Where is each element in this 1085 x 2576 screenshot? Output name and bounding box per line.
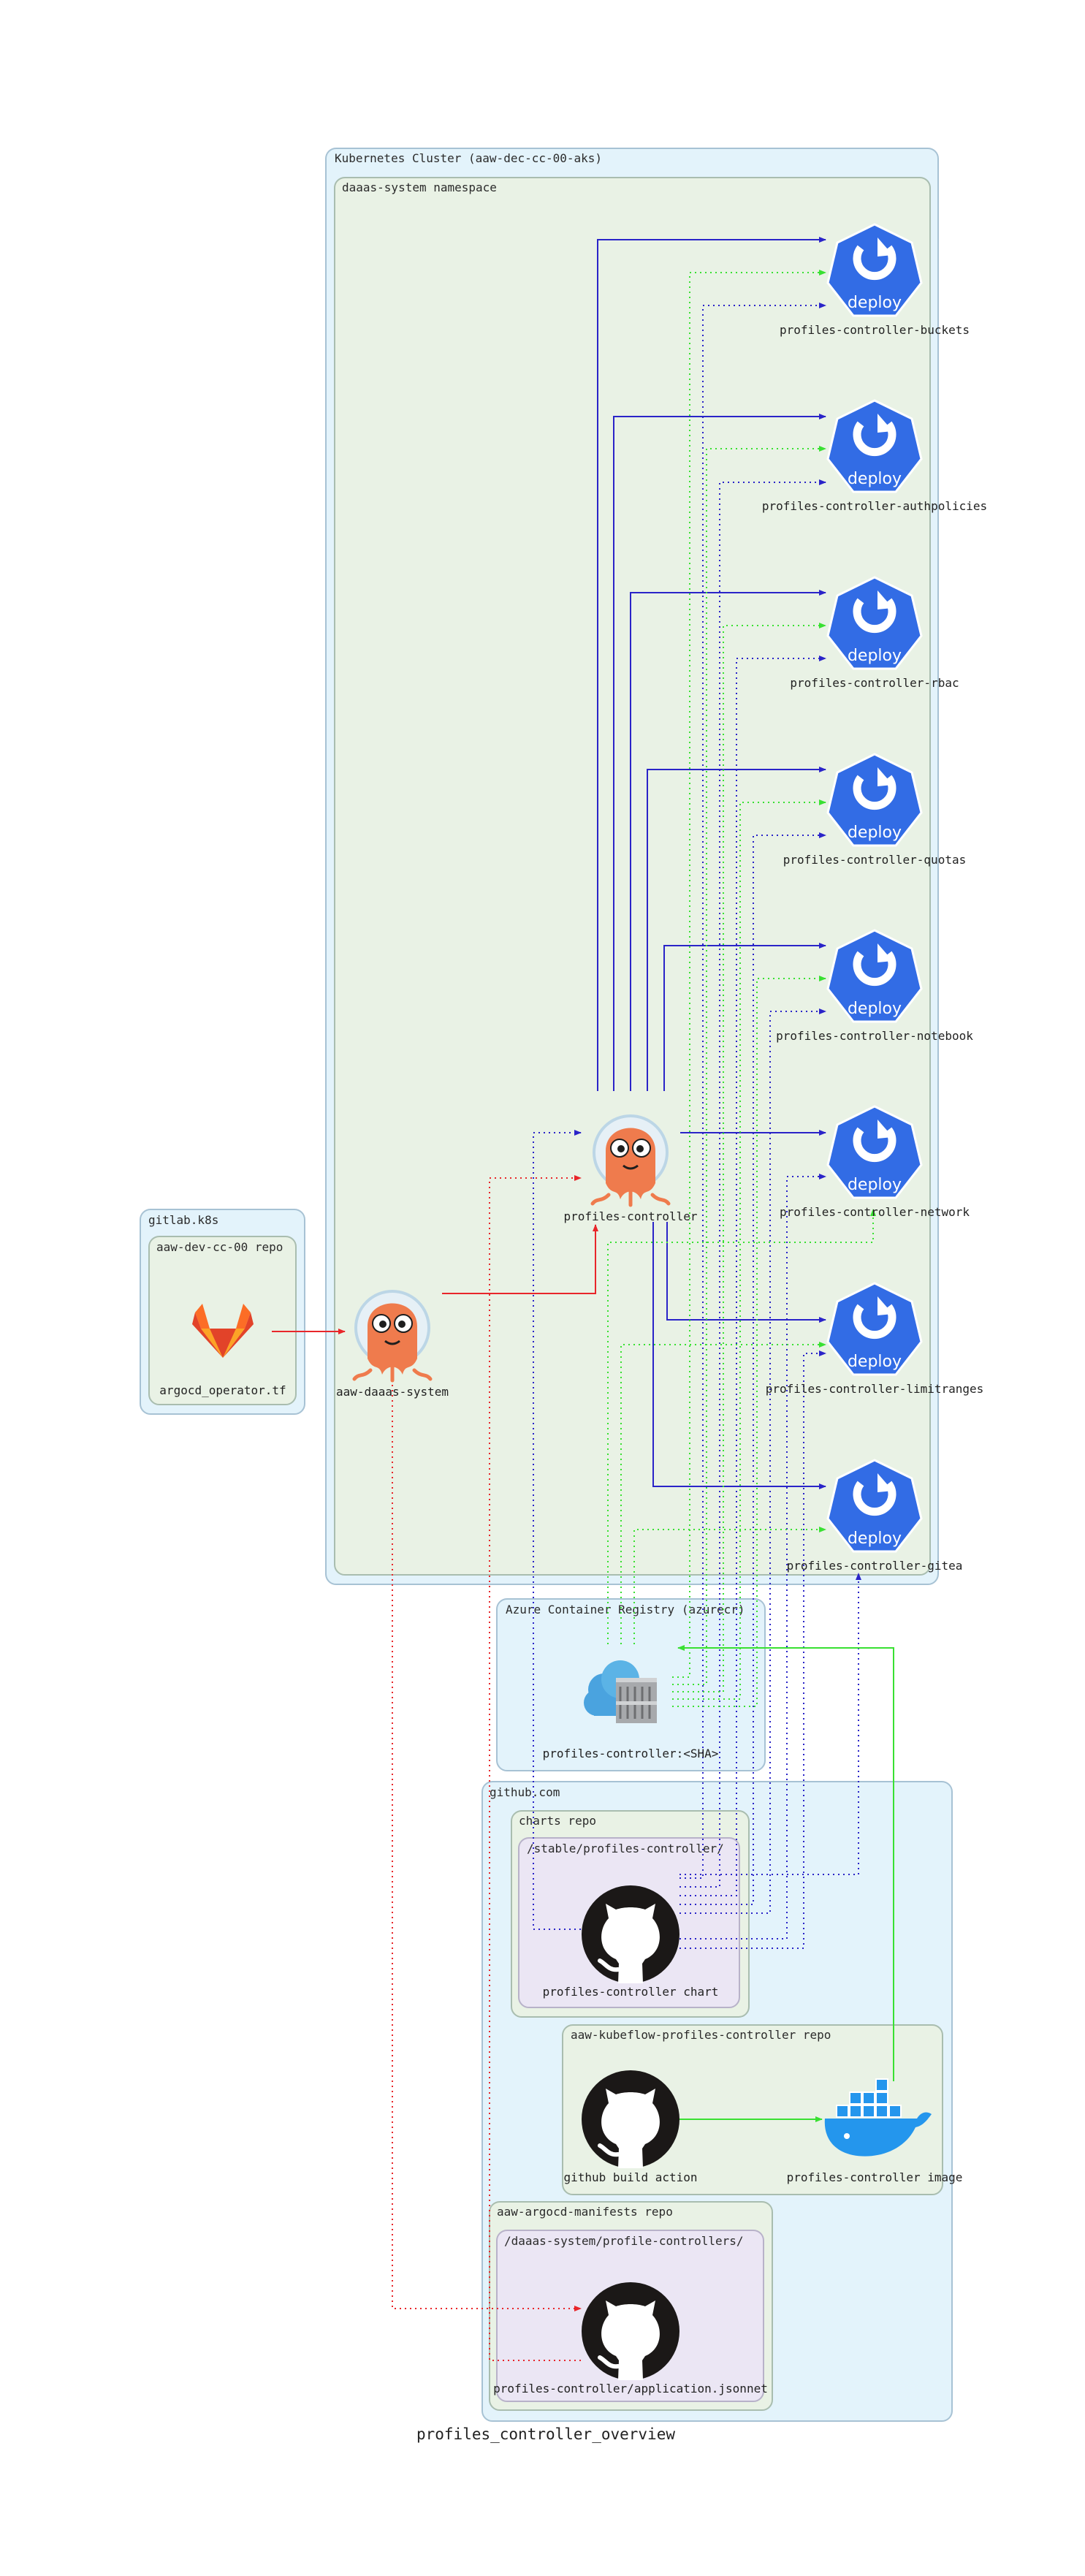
edge-chart-to-rbac xyxy=(679,656,826,1896)
docker-image-label: profiles-controller image xyxy=(787,2170,963,2184)
charts-repo-label: charts repo xyxy=(519,1814,596,1828)
deployment-label: profiles-controller-quotas xyxy=(783,853,966,867)
profiles-controller-label: profiles-controller xyxy=(563,1209,697,1223)
github-icon xyxy=(582,1885,679,1983)
daaas-namespace xyxy=(334,177,931,1576)
edge-chart-to-buckets xyxy=(679,303,826,1879)
deployment-label: profiles-controller-buckets xyxy=(780,323,970,337)
edge-chart-to-limitranges xyxy=(679,1350,826,1949)
edge-acr-to-rbac xyxy=(672,623,826,1692)
deployment-label: profiles-controller-network xyxy=(780,1205,970,1219)
edge-chart-to-gitea xyxy=(679,1573,861,1875)
gitlab-cluster-label: gitlab.k8s xyxy=(148,1213,218,1227)
edge-pc-to-gitea xyxy=(652,1222,826,1489)
edge-docker-to-acr xyxy=(677,1645,894,2081)
edge-chart-to-profiles-controller xyxy=(533,1130,582,1930)
edge-pc-to-quotas xyxy=(647,767,826,1091)
github-icon xyxy=(582,2070,679,2168)
github-cluster-label: github.com xyxy=(490,1785,560,1799)
charts-dir-label: /stable/profiles-controller/ xyxy=(527,1842,724,1855)
aaw-daaas-system-label: aaw-daaas-system xyxy=(336,1385,449,1399)
build-action-label: github build action xyxy=(563,2170,697,2184)
deployment-label: profiles-controller-authpolicies xyxy=(762,499,987,513)
edge-pc-to-authpolicies xyxy=(613,414,826,1091)
deployment-label: profiles-controller-rbac xyxy=(790,676,959,690)
gitlab-icon xyxy=(192,1304,254,1358)
edge-acr-to-buckets xyxy=(672,270,826,1678)
edge-acr-to-notebook xyxy=(672,976,826,1707)
manifests-repo-label: aaw-argocd-manifests repo xyxy=(497,2205,673,2219)
github-icon xyxy=(582,2282,679,2380)
acr-cluster-label: Azure Container Registry (azurecr) xyxy=(506,1603,745,1616)
application-label: profiles-controller/application.jsonnet xyxy=(493,2382,768,2395)
acr-image-label: profiles-controller:<SHA> xyxy=(543,1747,719,1760)
edge-aaw-daaas-to-application xyxy=(392,1380,582,2311)
deployment-label: profiles-controller-limitranges xyxy=(766,1382,984,1396)
edge-pc-to-buckets xyxy=(597,237,826,1091)
edge-pc-to-limitranges xyxy=(666,1222,826,1323)
deployment-label: profiles-controller-gitea xyxy=(787,1559,963,1573)
argocd-tf-label: argocd_operator.tf xyxy=(159,1383,286,1397)
edge-aaw-daaas-to-profiles-controller xyxy=(442,1224,598,1294)
edge-chart-to-quotas xyxy=(679,832,826,1905)
k8s-cluster-label: Kubernetes Cluster (aaw-dec-cc-00-aks) xyxy=(335,151,602,165)
edge-acr-to-limitranges xyxy=(620,1342,826,1644)
azure-registry-icon xyxy=(584,1660,657,1723)
deployment-label: profiles-controller-notebook xyxy=(776,1029,973,1043)
docker-icon xyxy=(824,2078,932,2157)
edge-acr-to-network xyxy=(607,1209,876,1644)
edge-pc-to-rbac xyxy=(630,590,826,1091)
gitlab-repo-cluster xyxy=(148,1236,297,1405)
daaas-namespace-label: daaas-system namespace xyxy=(342,181,497,194)
edge-chart-to-authpolicies xyxy=(679,479,826,1888)
gitlab-repo-label: aaw-dev-cc-00 repo xyxy=(156,1240,283,1254)
chart-label: profiles-controller chart xyxy=(543,1985,719,1999)
edge-pc-to-notebook xyxy=(663,943,826,1091)
kubeflow-repo-label: aaw-kubeflow-profiles-controller repo xyxy=(571,2028,831,2042)
diagram-title: profiles_controller_overview xyxy=(416,2425,675,2443)
manifests-dir-label: /daaas-system/profile-controllers/ xyxy=(504,2234,744,2248)
